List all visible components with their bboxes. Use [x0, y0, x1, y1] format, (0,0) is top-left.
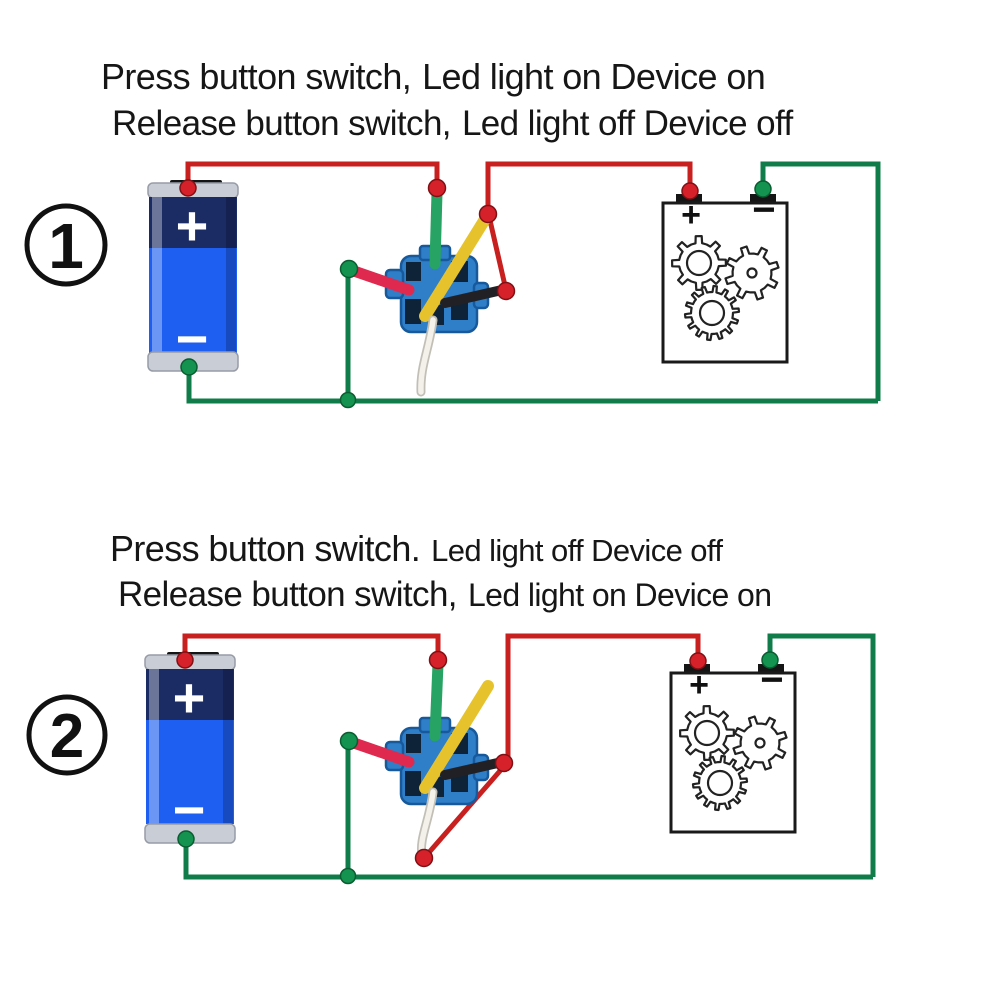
device-minus-junction-dot — [754, 180, 772, 198]
gear-hole — [746, 267, 758, 279]
push-button-switch-connector — [345, 658, 507, 861]
battery-upper-body — [149, 197, 237, 248]
battery-plus-label: + — [176, 194, 209, 257]
device-minus-terminal — [758, 664, 784, 674]
switch-black-lead-wire — [440, 285, 507, 308]
gear-hole — [698, 299, 726, 327]
wire-red-switch-yellow-lead-to-device-plus — [485, 161, 693, 213]
battery: + − — [144, 652, 236, 844]
battery-shade — [226, 197, 236, 353]
device-minus-label: − — [760, 658, 783, 702]
wire-red-battery-to-switch-green-lead — [185, 161, 440, 189]
circuit-number-badge — [26, 694, 108, 776]
instruction-section1-line2: Release button switch,Led light off Devi… — [112, 104, 793, 144]
circuit-number: 2 — [50, 702, 84, 771]
switch-yellow-lead-wire — [419, 210, 493, 322]
black-lead-junction-dot — [494, 753, 514, 773]
instruction-section2-line1: Press button switch. Led light off Device… — [110, 528, 723, 570]
connector-socket-hole — [406, 734, 421, 753]
battery-upper-body — [146, 669, 234, 720]
white-lead-junction-dot — [414, 848, 434, 868]
instruction-press-text: Press button switch, — [101, 56, 412, 97]
instruction-result-text: Led light on Device on — [422, 56, 766, 97]
instruction-release-text: Release button switch, — [118, 575, 458, 614]
switch-pink-lead-wire — [345, 264, 415, 296]
device-box: + − — [669, 658, 797, 834]
switch-yellow-lead-wire — [419, 680, 494, 794]
battery: + − — [147, 180, 239, 372]
battery-minus-junction-dot — [180, 358, 198, 376]
instruction-result-text: Led light off Device off — [431, 533, 723, 568]
wire-red-battery-to-switch-green-lead — [182, 633, 441, 659]
instruction-press-text: Press button switch. — [110, 528, 421, 569]
device-minus-junction-dot — [761, 651, 779, 669]
push-button-switch-connector — [345, 187, 507, 397]
battery-plus-label: + — [173, 666, 206, 729]
device-box: + − — [661, 188, 789, 364]
circuit-number-badge — [24, 203, 108, 287]
ground-junction-dot — [339, 867, 357, 885]
switch-pink-lead-wire — [345, 736, 415, 768]
connector-socket-hole — [406, 262, 421, 281]
connector-socket-hole — [405, 771, 421, 796]
device-plus-label: + — [689, 666, 709, 704]
device-plus-junction-dot — [681, 182, 699, 200]
switch-black-lead-wire — [440, 757, 507, 780]
switch-green-lead-wire — [429, 658, 444, 742]
black-lead-junction-dot — [496, 281, 516, 301]
wire-red-black-lead-to-white-lead — [423, 762, 508, 859]
battery-plus-junction-dot — [176, 651, 194, 669]
instruction-section2-line2: Release button switch,Led light on Devic… — [118, 575, 772, 615]
device-plus-junction-dot — [689, 652, 707, 670]
battery-minus-label: − — [173, 778, 206, 841]
gear-hole — [706, 769, 734, 797]
green-lead-junction-dot — [427, 178, 447, 198]
wire-green-device-minus-return — [760, 161, 881, 401]
battery-minus-junction-dot — [177, 830, 195, 848]
gear-hole — [754, 737, 766, 749]
pink-lead-junction-dot — [339, 259, 359, 279]
device-plus-label: + — [681, 196, 701, 234]
wire-green-battery-minus-return — [186, 368, 878, 404]
wire-red-device-plus-to-black-lead — [505, 633, 701, 761]
battery-plus-junction-dot — [179, 179, 197, 197]
circuit-section-2: 2 + − + − — [26, 633, 876, 885]
circuit-section-1: 1 + − + − — [24, 161, 881, 409]
pink-lead-junction-dot — [339, 731, 359, 751]
gear-hole — [693, 719, 721, 747]
connector-socket-hole — [405, 299, 421, 324]
switch-white-lead-wire — [418, 317, 436, 395]
battery-lower-body — [146, 720, 234, 824]
yellow-lead-junction-dot — [478, 204, 498, 224]
instruction-result-text: Led light on Device on — [467, 577, 772, 613]
battery-highlight — [152, 197, 162, 353]
ground-junction-dot — [339, 391, 357, 409]
wire-green-battery-minus-return — [183, 843, 873, 880]
switch-green-lead-wire — [429, 187, 443, 270]
instruction-result-text: Led light off Device off — [461, 104, 793, 143]
gear-hole — [685, 249, 713, 277]
battery-highlight — [149, 669, 159, 824]
device-minus-terminal — [750, 194, 776, 204]
green-lead-junction-dot — [428, 650, 448, 670]
instruction-release-text: Release button switch, — [112, 104, 452, 143]
device-minus-label: − — [752, 188, 775, 232]
circuit-number: 1 — [48, 210, 84, 282]
battery-lower-body — [149, 248, 237, 353]
wire-red-yellow-lead-to-black-lead — [486, 215, 509, 291]
battery-shade — [223, 669, 233, 824]
instruction-section1-line1: Press button switch,Led light on Device … — [101, 56, 766, 98]
wire-green-device-minus-return — [767, 633, 876, 877]
